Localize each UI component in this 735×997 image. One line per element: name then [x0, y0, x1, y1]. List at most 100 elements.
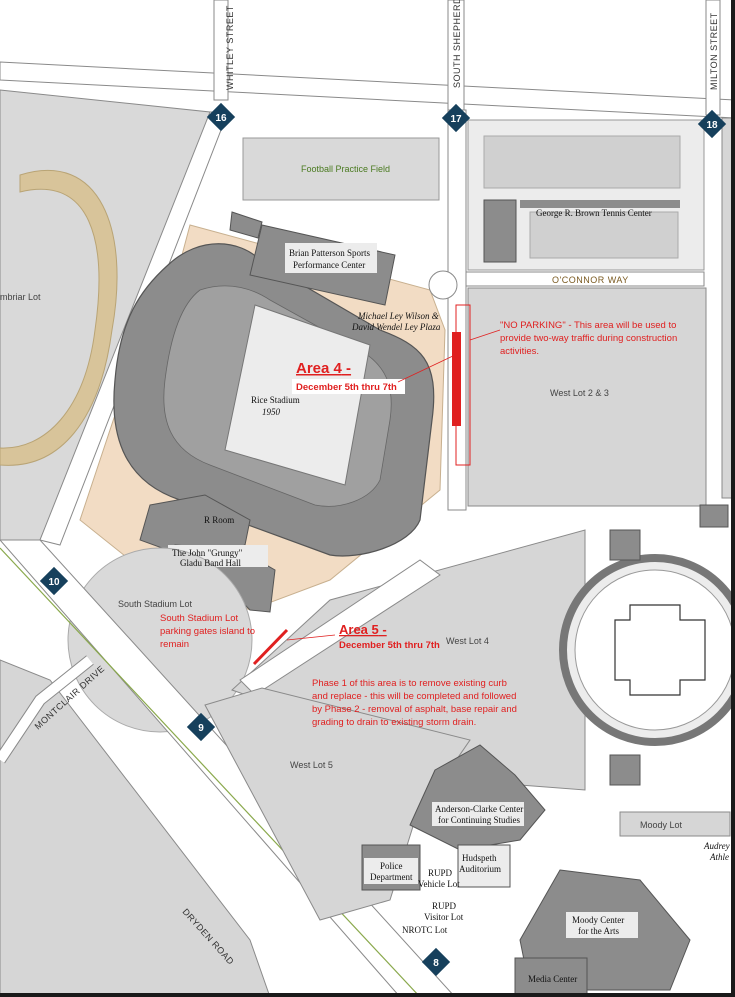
label-band-hall-1: The John "Grungy"	[172, 548, 243, 558]
area5-dates: December 5th thru 7th	[339, 640, 440, 651]
track	[0, 169, 118, 466]
label-r-room: R Room	[204, 515, 234, 525]
area4-leader	[397, 354, 456, 383]
label-moody-center-1: Moody Center	[572, 915, 624, 925]
label-west-lot-5: West Lot 5	[290, 760, 333, 770]
area5-strip	[252, 628, 289, 666]
label-police-2: Department	[370, 872, 413, 882]
label-ley-plaza-1: Michael Ley Wilson &	[357, 311, 439, 321]
tennis-courts-bottom	[529, 211, 679, 259]
roundabout	[428, 270, 458, 300]
label-hudspeth-1: Hudspeth	[462, 853, 497, 863]
label-moody-center-2: for the Arts	[578, 926, 619, 936]
label-anderson-1: Anderson-Clarke Center	[435, 804, 523, 814]
label-nrotc: NROTC Lot	[402, 925, 448, 935]
road-edge-green	[0, 547, 421, 997]
area5-gates-note-line-1: South Stadium Lot	[160, 613, 239, 624]
label-rupd-visitor-2: Visitor Lot	[424, 912, 464, 922]
label-tennis-center: George R. Brown Tennis Center	[536, 208, 652, 218]
label-briar-lot: mbriar Lot	[0, 292, 41, 302]
label-stadium-year: 1950	[262, 407, 281, 417]
area5-gates-note-line-3: remain	[160, 639, 189, 650]
label-hudspeth-2: Auditorium	[459, 864, 501, 874]
label-police-1: Police	[380, 861, 403, 871]
label-patterson-2: Performance Center	[293, 260, 365, 270]
area4-dates: December 5th thru 7th	[296, 382, 397, 393]
svg-text:8: 8	[433, 958, 439, 969]
tennis-building	[483, 199, 517, 263]
west-lot-2-3	[467, 287, 707, 507]
label-rupd-vehicle-1: RUPD	[428, 868, 453, 878]
area5-phase-note-line-2: and replace - this will be completed and…	[312, 691, 516, 702]
area4-date-box	[292, 379, 405, 394]
hudspeth-auditorium	[457, 844, 511, 888]
area4-note-line-2: provide two-way traffic during construct…	[500, 333, 677, 344]
quad-gate-top	[609, 529, 641, 561]
svg-text:16: 16	[215, 113, 227, 124]
marker-9: 9	[186, 712, 216, 742]
quad-gate-ne	[699, 504, 729, 528]
area5-leader	[286, 634, 336, 641]
marker-10: 10	[39, 566, 69, 596]
moody-lot	[619, 811, 731, 837]
quad-gate-bottom	[609, 754, 641, 786]
svg-text:17: 17	[450, 114, 462, 125]
label-football-field: Football Practice Field	[301, 164, 390, 174]
area5-title: Area 5 -	[339, 622, 387, 637]
lot-top-strip	[0, 0, 735, 55]
lot-lower-left	[0, 659, 271, 997]
marker-18: 18	[697, 109, 727, 139]
road-area5-diagonal	[239, 559, 441, 696]
tennis-center-strip	[520, 200, 680, 208]
area5-phase-note-line-1: Phase 1 of this area is to remove existi…	[312, 678, 507, 689]
label-ley-plaza-2: David Wendel Ley Plaza	[351, 322, 441, 332]
label-south-stadium-lot: South Stadium Lot	[118, 599, 193, 609]
anderson-label-box	[432, 802, 524, 826]
stadium-field	[224, 304, 371, 486]
bottom-edge	[0, 993, 735, 997]
svg-text:10: 10	[48, 577, 60, 588]
moody-label-box	[566, 912, 638, 938]
area5-phase-note-line-3: by Phase 2 - removal of asphalt, base re…	[312, 704, 517, 715]
area4-title: Area 4 -	[296, 360, 351, 377]
street-label-milton: MILTON STREET	[709, 12, 719, 90]
label-west-lot-4: West Lot 4	[446, 636, 489, 646]
svg-text:18: 18	[706, 120, 718, 131]
football-practice-field	[242, 137, 440, 201]
patterson-annex	[229, 211, 263, 239]
label-stadium: Rice Stadium	[251, 395, 300, 405]
svg-text:9: 9	[198, 723, 204, 734]
patterson-label-box	[285, 243, 377, 273]
label-west-lot-23: West Lot 2 & 3	[550, 388, 609, 398]
label-rupd-vehicle-2: Vehicle Lot	[418, 879, 460, 889]
media-center-building	[514, 957, 588, 995]
street-label-shepherd: SOUTH SHEPHERD	[452, 0, 462, 88]
marker-8: 8	[421, 947, 451, 977]
label-media-center: Media Center	[528, 974, 577, 984]
area4-note-leader	[469, 329, 501, 341]
road-north	[0, 61, 735, 119]
label-band-hall-2: Gladu Band Hall	[180, 558, 241, 568]
montclair-road-fill	[0, 656, 94, 763]
area5-phase-note-line-4: grading to drain to existing storm drain…	[312, 717, 476, 728]
label-audrey-2: Athle	[709, 852, 729, 862]
label-anderson-2: for Continuing Studies	[438, 815, 520, 825]
area4-note-line-1: "NO PARKING" - This area will be used to	[500, 320, 676, 331]
label-audrey-1: Audrey	[703, 841, 730, 851]
label-rupd-visitor-1: RUPD	[432, 901, 457, 911]
street-whitley	[213, 0, 229, 101]
label-moody-lot: Moody Lot	[640, 820, 683, 830]
tennis-courts-top	[483, 135, 681, 189]
street-label-whitley: WHITLEY STREET	[225, 5, 235, 90]
street-label-oconnor: O'CONNOR WAY	[552, 275, 629, 285]
area4-note-line-3: activities.	[500, 346, 539, 357]
quad-central-building	[614, 604, 706, 696]
right-edge	[731, 0, 735, 997]
area4-strip	[452, 332, 461, 426]
south-stadium-lot	[67, 547, 253, 733]
area5-gates-note-line-2: parking gates island to	[160, 626, 255, 637]
label-patterson-1: Brian Patterson Sports	[289, 248, 370, 258]
road-shepherd-vertical	[447, 109, 467, 511]
